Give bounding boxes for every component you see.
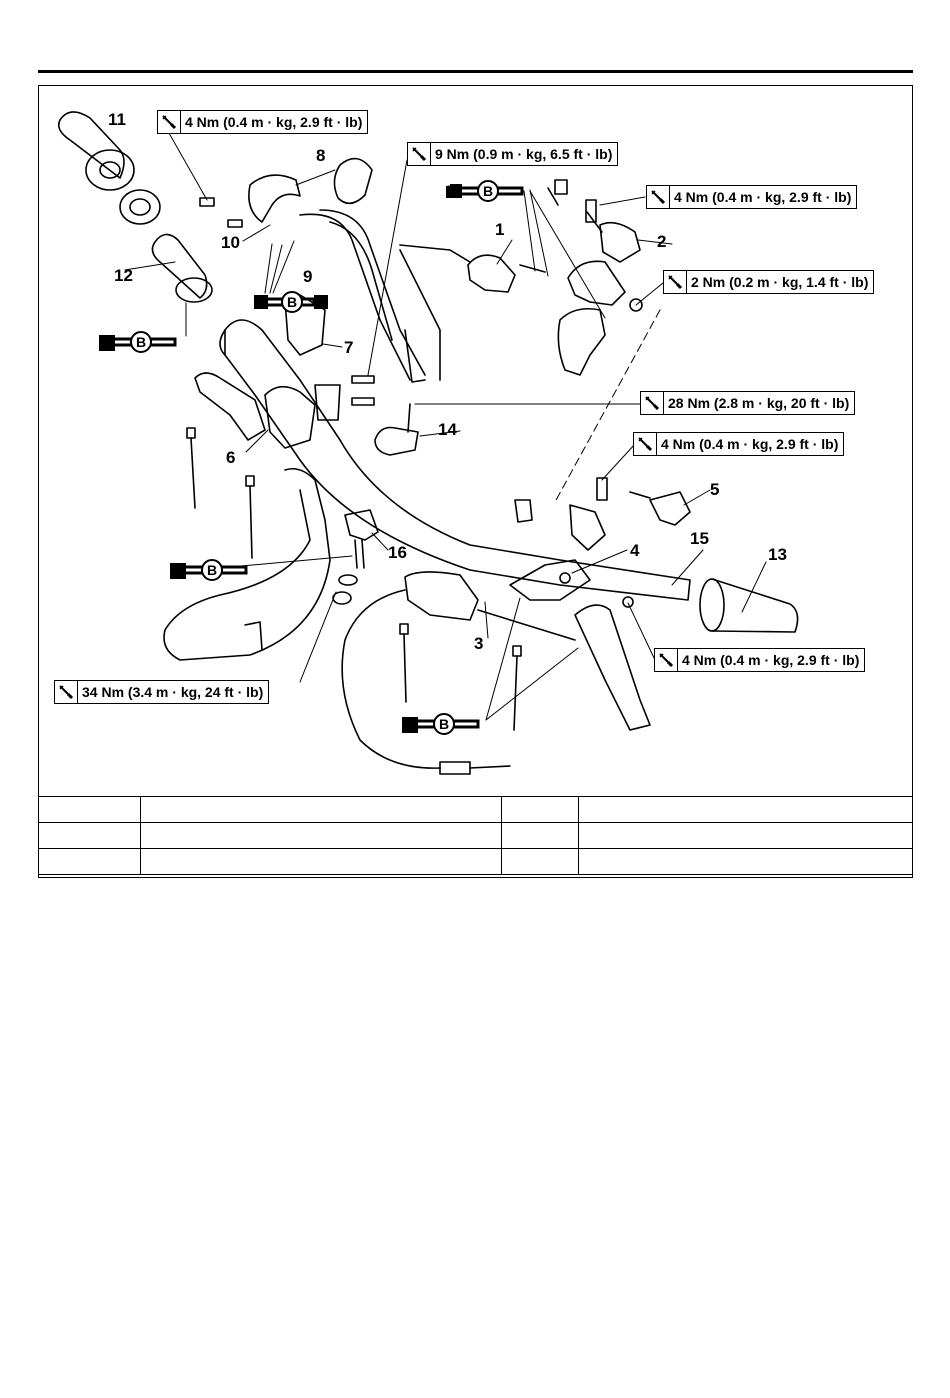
callout-11: 11 <box>108 110 126 129</box>
table-cell <box>140 822 502 849</box>
grease-label: B <box>287 294 297 310</box>
torque-wrench-icon <box>55 681 78 703</box>
table-cell <box>38 796 141 823</box>
diagram-frame <box>38 85 913 878</box>
bracket-5 <box>629 491 691 526</box>
throttle-cables-9 <box>299 209 441 383</box>
table-cell <box>578 796 913 823</box>
throttle-housing-8 <box>248 157 373 223</box>
bolts <box>199 179 608 501</box>
brake-hose <box>163 467 331 661</box>
callout-4: 4 <box>630 541 640 560</box>
callout-5: 5 <box>710 480 720 499</box>
grease-label: B <box>483 183 493 199</box>
left-lever-assembly <box>194 294 341 449</box>
hot-start-lever-1 <box>399 244 546 293</box>
lever-holder-2 <box>547 187 641 306</box>
parts-table <box>38 796 913 875</box>
cable-ties <box>186 427 522 731</box>
torque-wrench-icon <box>655 649 678 671</box>
torque-spec: 4 Nm (0.4 m · kg, 2.9 ft · lb) <box>633 432 845 456</box>
torque-wrench-icon <box>664 271 687 293</box>
table-cell <box>38 848 141 875</box>
grease-b-icon: B <box>170 559 248 581</box>
torque-spec: 34 Nm (3.4 m · kg, 24 ft · lb) <box>54 680 270 704</box>
callout-15: 15 <box>690 529 709 548</box>
callout-14: 14 <box>438 420 457 439</box>
throttle-grip-12 <box>151 233 213 303</box>
grease-b-icon: B <box>254 291 328 313</box>
callout-2: 2 <box>657 232 667 251</box>
table-row <box>38 796 913 823</box>
callout-13: 13 <box>768 545 787 564</box>
callout-10: 10 <box>221 233 240 252</box>
torque-wrench-icon <box>634 433 657 455</box>
nut <box>629 298 643 312</box>
torque-value: 2 Nm (0.2 m · kg, 1.4 ft · lb) <box>691 274 869 290</box>
washer <box>338 574 358 586</box>
banjo-bolt-16 <box>344 509 379 569</box>
table-cell <box>38 822 141 849</box>
callout-16: 16 <box>388 543 407 562</box>
callout-8: 8 <box>316 146 326 165</box>
torque-value: 9 Nm (0.9 m · kg, 6.5 ft · lb) <box>435 146 613 162</box>
torque-value: 34 Nm (3.4 m · kg, 24 ft · lb) <box>82 684 264 700</box>
torque-wrench-icon <box>158 111 181 133</box>
grease-b-icon: B <box>99 331 177 353</box>
callout-7: 7 <box>344 338 354 357</box>
collar-ring <box>119 189 161 225</box>
torque-value: 28 Nm (2.8 m · kg, 20 ft · lb) <box>668 395 850 411</box>
callout-9: 9 <box>303 267 313 286</box>
torque-spec: 28 Nm (2.8 m · kg, 20 ft · lb) <box>640 391 856 415</box>
grease-b-icon: B <box>402 713 480 735</box>
torque-wrench-icon <box>408 143 431 165</box>
torque-spec: 4 Nm (0.4 m · kg, 2.9 ft · lb) <box>646 185 858 209</box>
grease-b-icon: B <box>446 180 524 202</box>
clutch-lever <box>557 307 606 376</box>
table-cell <box>140 848 502 875</box>
grease-label: B <box>136 334 146 350</box>
torque-value: 4 Nm (0.4 m · kg, 2.9 ft · lb) <box>185 114 363 130</box>
callout-12: 12 <box>114 266 133 285</box>
torque-value: 4 Nm (0.4 m · kg, 2.9 ft · lb) <box>674 189 852 205</box>
clutch-cable-3 <box>341 571 576 775</box>
torque-spec: 4 Nm (0.4 m · kg, 2.9 ft · lb) <box>157 110 369 134</box>
right-grip-13 <box>699 578 799 633</box>
torque-wrench-icon <box>647 186 670 208</box>
table-row <box>38 822 913 849</box>
table-cell <box>501 848 579 875</box>
table-cell <box>140 796 502 823</box>
table-cell <box>578 848 913 875</box>
torque-wrench-icon <box>641 392 664 414</box>
grease-label: B <box>207 562 217 578</box>
callout-3: 3 <box>474 634 484 653</box>
callout-6: 6 <box>226 448 236 467</box>
left-grip-11 <box>57 111 135 191</box>
grease-label: B <box>439 716 449 732</box>
callout-1: 1 <box>495 220 505 239</box>
header-rule <box>38 70 913 73</box>
table-cell <box>578 822 913 849</box>
table-cell <box>501 822 579 849</box>
clutch-lever-assembly-4 <box>509 559 651 731</box>
hot-start-holder <box>514 499 606 551</box>
handlebar-15 <box>219 319 691 601</box>
table-cell <box>501 796 579 823</box>
torque-spec: 9 Nm (0.9 m · kg, 6.5 ft · lb) <box>407 142 619 166</box>
table-row <box>38 848 913 875</box>
torque-spec: 2 Nm (0.2 m · kg, 1.4 ft · lb) <box>663 270 875 294</box>
torque-value: 4 Nm (0.4 m · kg, 2.9 ft · lb) <box>682 652 860 668</box>
clamp-14 <box>374 403 419 456</box>
washer <box>332 591 352 605</box>
torque-value: 4 Nm (0.4 m · kg, 2.9 ft · lb) <box>661 436 839 452</box>
torque-spec: 4 Nm (0.4 m · kg, 2.9 ft · lb) <box>654 648 866 672</box>
